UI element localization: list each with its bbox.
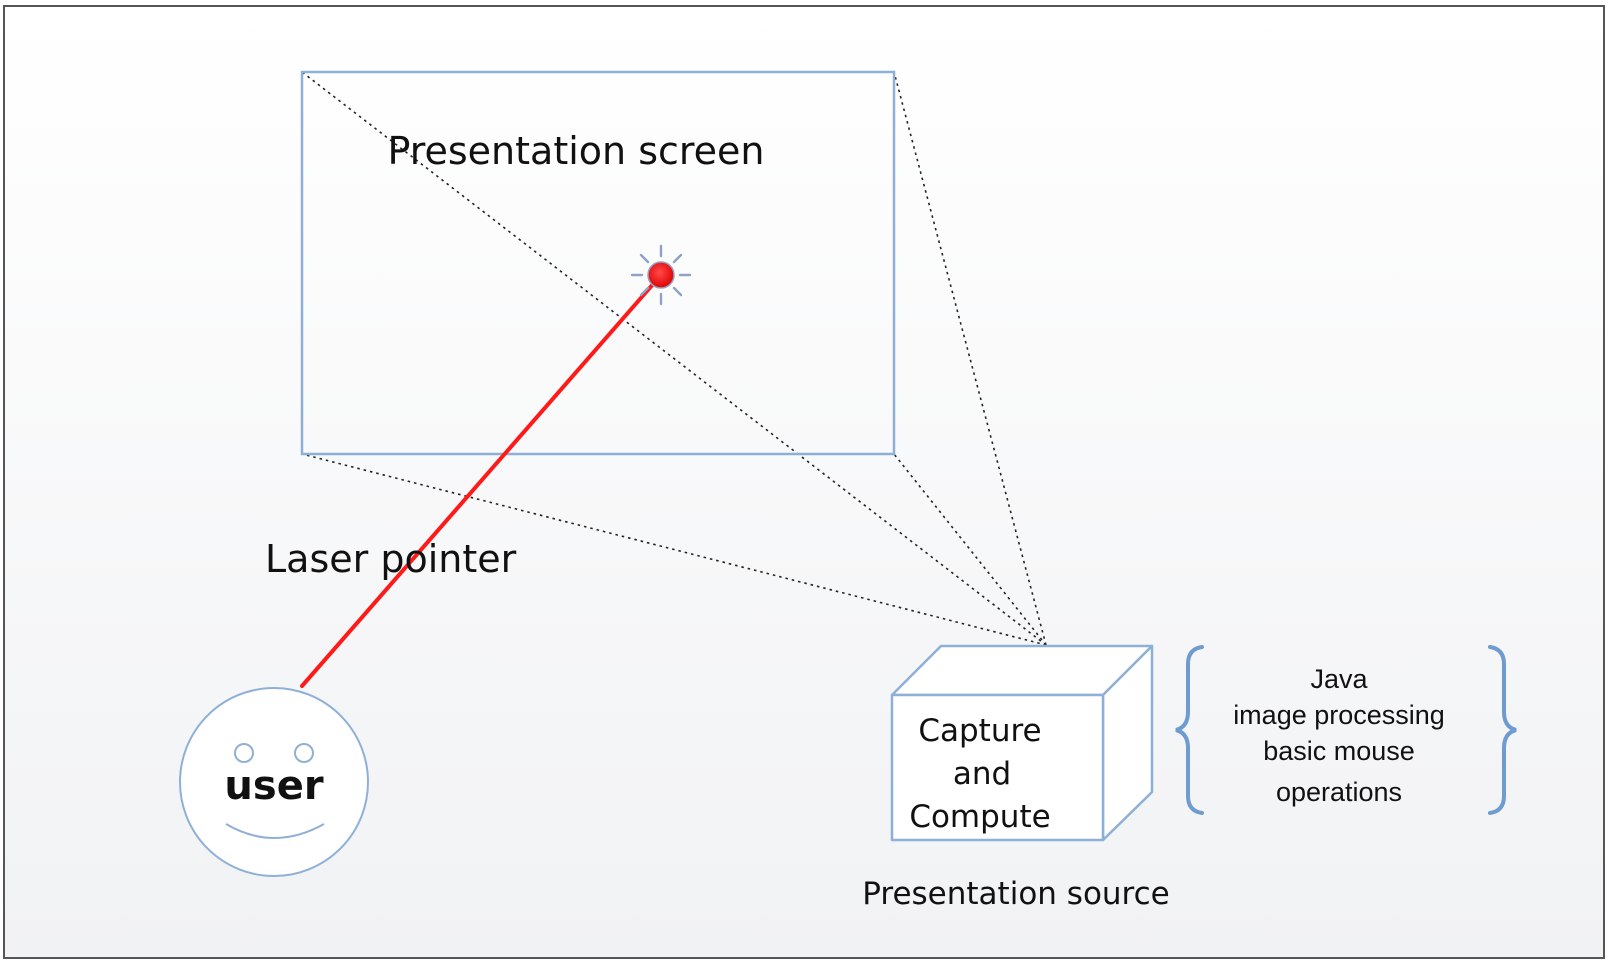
capture-box-line2: and: [953, 756, 1011, 792]
right-brace-icon: [1488, 645, 1517, 815]
capture-box-line3: Compute: [909, 799, 1050, 835]
user-smile: [225, 823, 325, 839]
projection-line-top-left: [301, 71, 1047, 646]
presentation-screen-label: Presentation screen: [387, 129, 764, 173]
tech-note-line2: image processing: [1233, 700, 1445, 730]
capture-box-line1: Capture: [918, 713, 1041, 749]
user-face-icon: [179, 687, 369, 877]
user-label: user: [224, 763, 323, 809]
projection-line-top-right: [893, 71, 1047, 646]
projection-line-bottom-left: [301, 453, 1047, 646]
user-left-eye: [234, 743, 254, 763]
laser-dot-icon: [630, 244, 692, 306]
laser-pointer-label: Laser pointer: [265, 537, 517, 581]
user-head: [179, 687, 369, 877]
tech-note-line3: basic mouse: [1263, 736, 1415, 766]
capture-box-front: [890, 693, 1105, 842]
presentation-screen: [300, 70, 896, 456]
capture-box: [890, 644, 1154, 842]
tech-note-line1: Java: [1310, 664, 1368, 694]
user-right-eye: [294, 743, 314, 763]
projection-line-bottom-right: [893, 453, 1047, 646]
presentation-source-label: Presentation source: [862, 876, 1170, 912]
left-brace-icon: [1175, 645, 1204, 815]
projection-lines: [301, 71, 1047, 646]
laser-beam: [300, 273, 663, 688]
tech-note-line4: operations: [1276, 777, 1402, 807]
